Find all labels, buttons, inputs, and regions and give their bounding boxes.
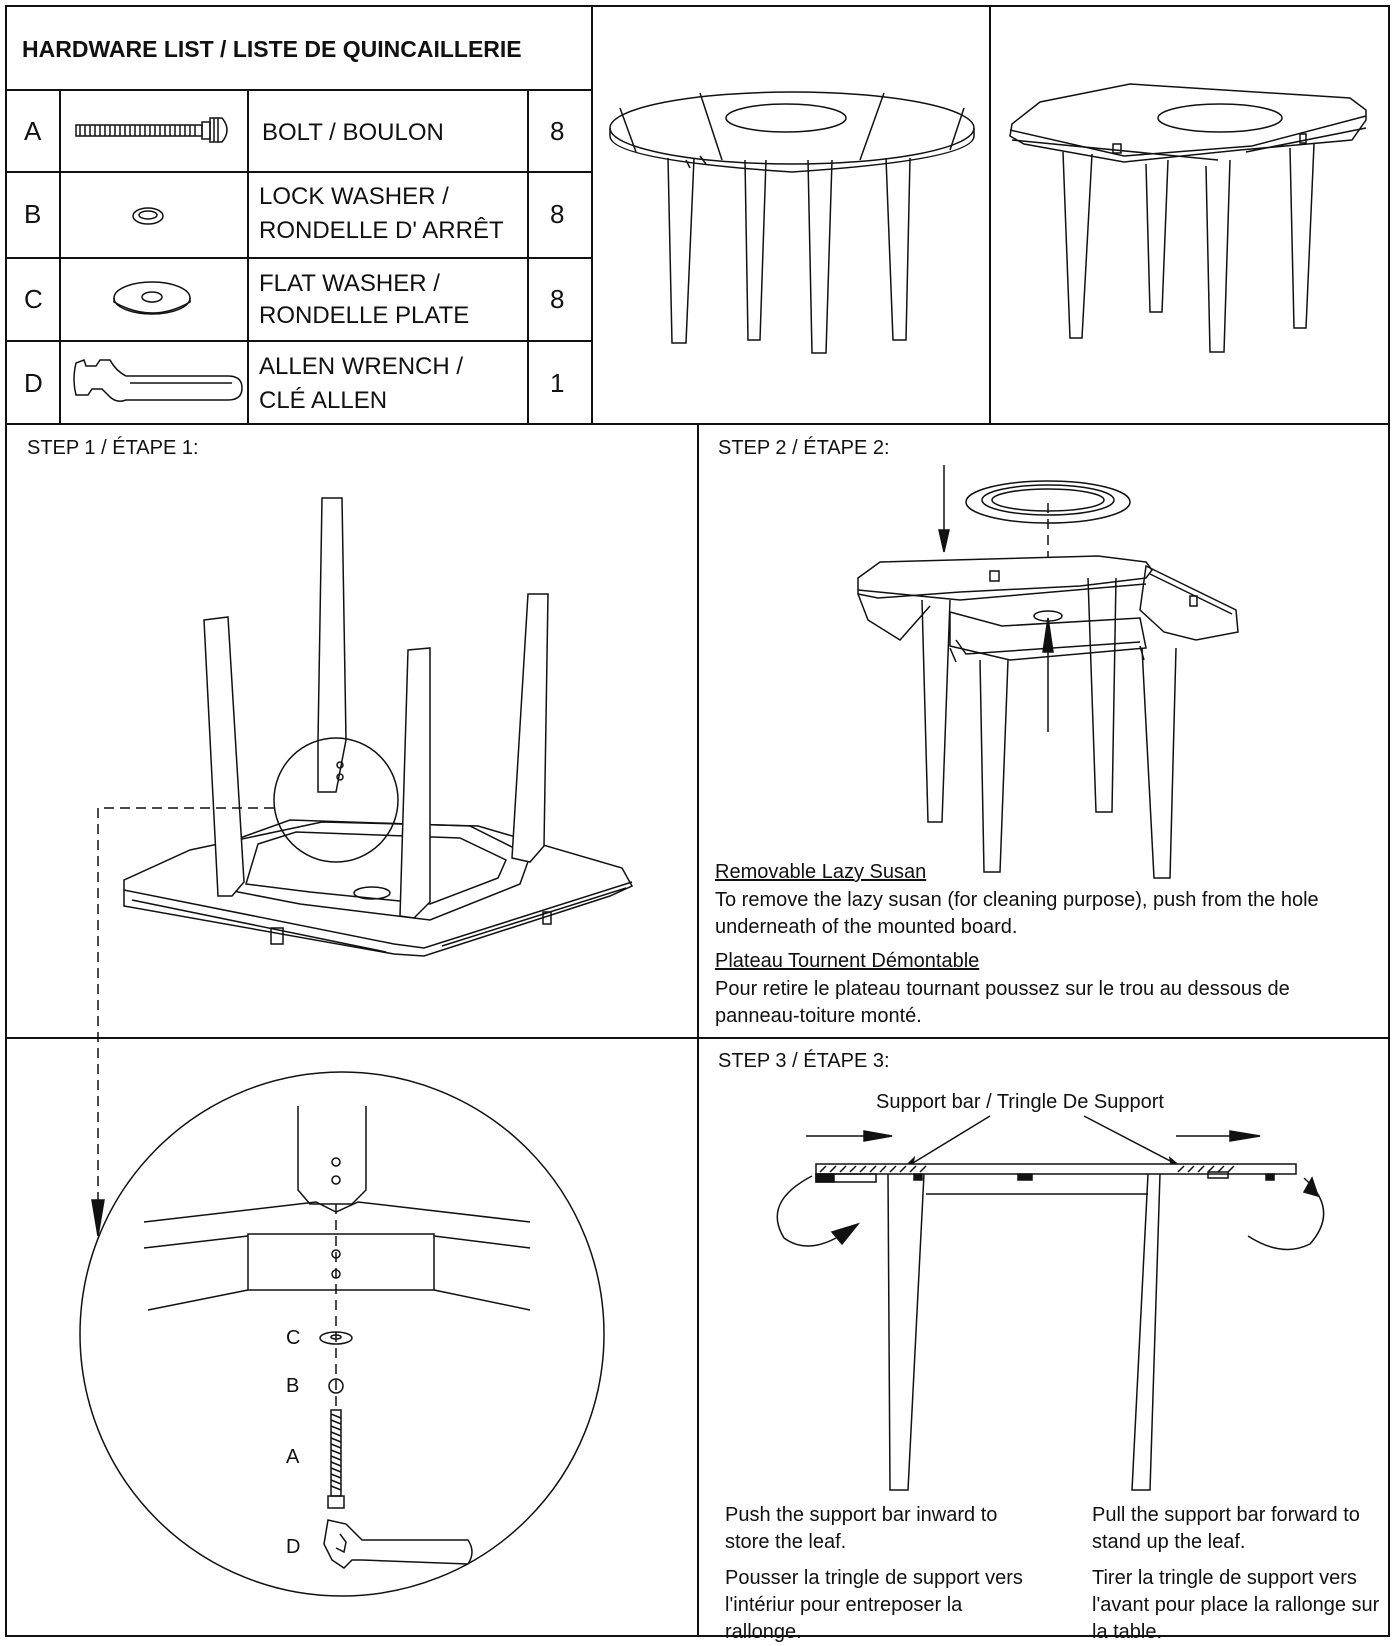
hardware-qty: 8 [550, 199, 565, 229]
step1-title: STEP 1 / ÉTAPE 1: [27, 437, 199, 459]
step3-right-en: Pull the support bar forward to stand up… [1092, 1504, 1360, 1553]
hardware-name: ALLEN WRENCH / [259, 353, 464, 380]
lock-washer-icon [133, 208, 163, 224]
step2-en-heading: Removable Lazy Susan [715, 861, 927, 883]
flat-washer-icon [114, 282, 190, 314]
detail-label-b: B [286, 1375, 300, 1397]
step2-fr-text: Pour retire le plateau tournant poussez … [715, 978, 1290, 1027]
bolt-icon [76, 118, 227, 142]
detail-label-a: A [286, 1446, 300, 1468]
hardware-name: LOCK WASHER / [259, 183, 449, 210]
step3-left-fr: Pousser la tringle de support vers l'int… [725, 1567, 1023, 1643]
hardware-qty: 8 [550, 284, 565, 314]
step3-right-fr: Tirer la tringle de support vers l'avant… [1092, 1567, 1380, 1643]
detail-label-c: C [286, 1327, 301, 1349]
hardware-name-fr: RONDELLE PLATE [259, 302, 470, 329]
allen-wrench-icon [74, 360, 242, 401]
hardware-letter: A [24, 116, 42, 146]
hardware-name-fr: RONDELLE D' ARRÊT [259, 217, 504, 244]
hardware-letter: D [24, 368, 43, 398]
hardware-name: BOLT / BOULON [262, 119, 444, 146]
step2-en-text: To remove the lazy susan (for cleaning p… [715, 889, 1319, 938]
step3-title: STEP 3 / ÉTAPE 3: [718, 1050, 890, 1072]
support-bar-callout: Support bar / Tringle De Support [876, 1091, 1164, 1113]
hardware-name-fr: CLÉ ALLEN [259, 387, 388, 414]
hardware-letter: B [24, 199, 42, 229]
hardware-letter: C [24, 284, 43, 314]
hardware-name: FLAT WASHER / [259, 270, 440, 297]
detail-label-d: D [286, 1536, 301, 1558]
hardware-list-title: HARDWARE LIST / LISTE DE QUINCAILLERIE [22, 36, 522, 62]
step3-left-en: Push the support bar inward to store the… [725, 1504, 998, 1553]
hardware-qty: 1 [550, 368, 565, 398]
step2-fr-heading: Plateau Tournent Démontable [715, 950, 980, 972]
step2-title: STEP 2 / ÉTAPE 2: [718, 437, 890, 459]
hardware-qty: 8 [550, 116, 565, 146]
